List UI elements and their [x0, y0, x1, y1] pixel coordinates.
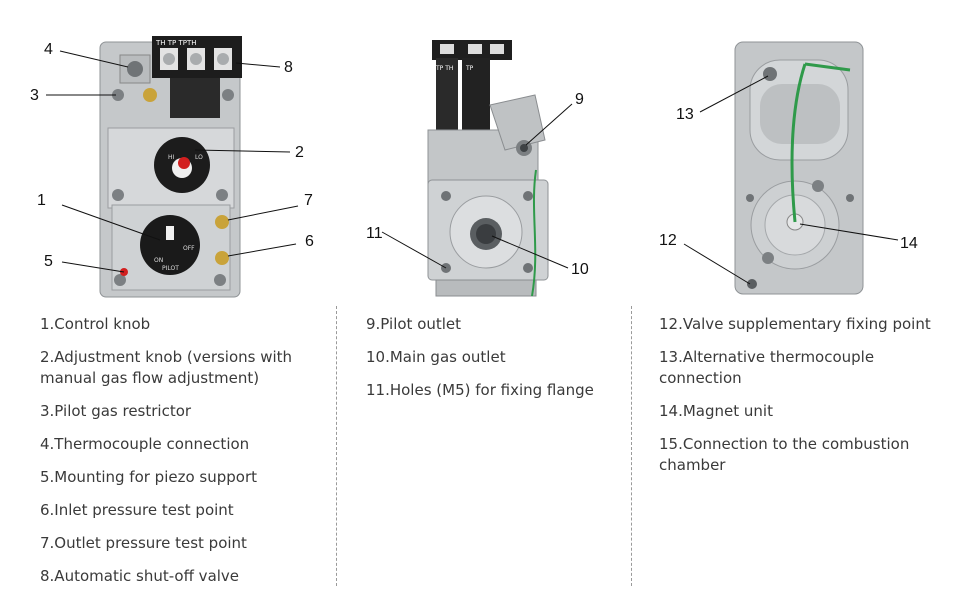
- valve-back-body: [734, 41, 864, 295]
- legend-item: 4.Thermocouple connection: [40, 435, 250, 453]
- valve-back-view-diagram: [683, 41, 899, 295]
- callout-4: 4: [44, 41, 53, 58]
- side-terminal-label-a: TP TH: [435, 65, 453, 72]
- knob-hi-label: HI: [168, 154, 175, 161]
- knob-pilot-label: PILOT: [162, 265, 179, 272]
- legend-column-2: 9.Pilot outlet 10.Main gas outlet 11.Hol…: [366, 314, 616, 413]
- legend-item: 6.Inlet pressure test point: [40, 501, 234, 519]
- legend-divider-1: [336, 306, 337, 586]
- legend-divider-2: [631, 306, 632, 586]
- callout-8: 8: [284, 59, 293, 76]
- legend-item: 15.Connection to the combustion chamber: [659, 435, 910, 474]
- legend-item: 9.Pilot outlet: [366, 315, 462, 333]
- callout-11: 11: [366, 225, 383, 242]
- knob-on-label: ON: [154, 257, 163, 264]
- callout-6: 6: [305, 233, 314, 250]
- back-leader-lines: [683, 75, 899, 285]
- legend-item: 2.Adjustment knob (versions with manual …: [40, 348, 293, 387]
- callout-12: 12: [659, 232, 677, 249]
- legend-item: 8.Automatic shut-off valve: [40, 567, 240, 585]
- callout-13: 13: [676, 106, 694, 123]
- knob-lo-label: LO: [195, 154, 203, 161]
- valve-front-body: [99, 36, 242, 298]
- callout-1: 1: [37, 192, 46, 209]
- legend-item: 14.Magnet unit: [659, 402, 773, 420]
- terminal-labels: TH TP TPTH: [155, 39, 197, 47]
- callout-10: 10: [571, 261, 589, 278]
- callout-14: 14: [900, 235, 918, 252]
- valve-side-body: TP TH TP TH: [427, 40, 549, 297]
- valve-side-view-diagram: TP TH TP TH: [381, 40, 573, 297]
- knob-off-label: OFF: [183, 245, 195, 252]
- callout-9: 9: [575, 91, 584, 108]
- control-knob: ON OFF PILOT: [140, 215, 200, 275]
- legend-item: 1.Control knob: [40, 315, 151, 333]
- legend-item: 12.Valve supplementary fixing point: [659, 315, 931, 333]
- callout-5: 5: [44, 253, 53, 270]
- legend-column-3: 12.Valve supplementary fixing point 13.A…: [659, 314, 954, 488]
- valve-front-view-diagram: HI LO ON OFF PILOT TH TP TPTH: [46, 36, 299, 298]
- legend-column-1: 1.Control knob 2.Adjustment knob (versio…: [40, 314, 320, 599]
- legend-item: 5.Mounting for piezo support: [40, 468, 258, 486]
- callout-3: 3: [30, 87, 39, 104]
- legend-item: 10.Main gas outlet: [366, 348, 506, 366]
- adjustment-knob: HI LO: [154, 137, 210, 193]
- legend-item: 3.Pilot gas restrictor: [40, 402, 192, 420]
- leader-lines: [46, 50, 299, 273]
- side-terminal-label-b: TP: [465, 65, 474, 72]
- callout-7: 7: [304, 192, 313, 209]
- callout-2: 2: [295, 144, 304, 161]
- side-leader-lines: [381, 103, 573, 269]
- side-terminal-label-c: TH: [491, 65, 500, 72]
- legend-item: 13.Alternative thermocouple connection: [659, 348, 875, 387]
- legend-item: 11.Holes (M5) for fixing flange: [366, 381, 594, 399]
- legend-item: 7.Outlet pressure test point: [40, 534, 247, 552]
